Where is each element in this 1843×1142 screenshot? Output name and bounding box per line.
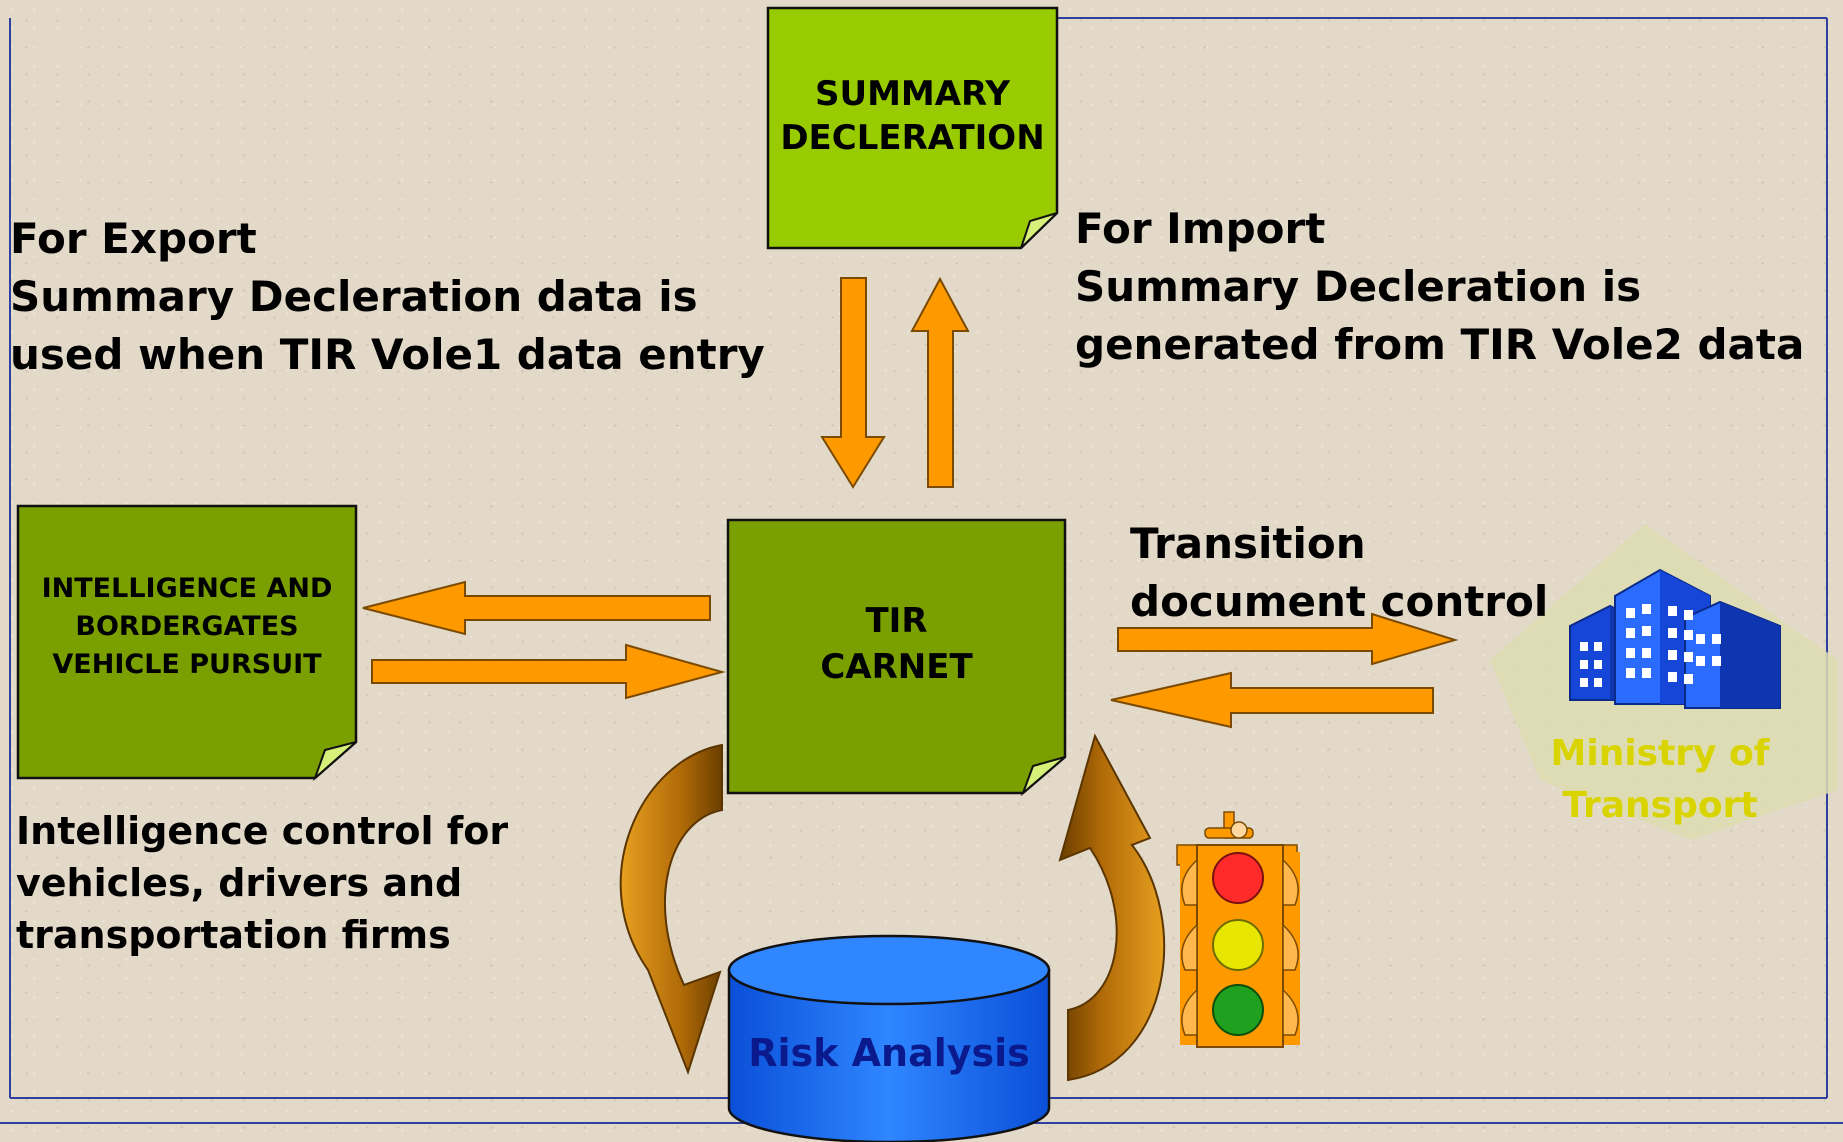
- export-line-3: used when TIR Vole1 data entry: [10, 330, 765, 379]
- intelligence-note-line-2: vehicles, drivers and: [16, 861, 463, 905]
- tir-carnet-label: TIR CARNET: [728, 598, 1065, 690]
- tir-carnet-box: [726, 518, 1067, 797]
- ministry-label: Ministry of Transport: [1530, 728, 1790, 832]
- traffic-light-icon: [1176, 811, 1300, 1048]
- export-line-2: Summary Decleration data is: [10, 272, 698, 321]
- curved-arrow-tir-to-risk: [619, 743, 723, 1075]
- arrow-ministry-to-tir: [1110, 671, 1434, 729]
- ministry-line-1: Ministry of: [1550, 733, 1770, 774]
- arrow-summary-to-tir: [820, 277, 886, 489]
- transition-note: Transition document control: [1130, 515, 1548, 631]
- transition-line-1: Transition: [1130, 519, 1366, 568]
- import-line-1: For Import: [1075, 204, 1326, 253]
- risk-analysis-label: Risk Analysis: [748, 1031, 1030, 1075]
- intel-line-3: VEHICLE PURSUIT: [52, 649, 322, 680]
- intel-line-1: INTELLIGENCE AND: [41, 573, 333, 604]
- import-line-3: generated from TIR Vole2 data: [1075, 320, 1805, 369]
- curved-arrow-risk-to-tir: [1058, 733, 1166, 1082]
- summary-line-2: DECLERATION: [780, 118, 1045, 158]
- intelligence-note-line-1: Intelligence control for: [16, 809, 509, 853]
- ministry-line-2: Transport: [1562, 785, 1758, 826]
- tir-line-1: TIR: [865, 601, 928, 641]
- building-icon: [1490, 524, 1838, 840]
- arrow-tir-to-intelligence: [362, 580, 711, 636]
- export-note: For Export Summary Decleration data is u…: [10, 210, 765, 384]
- tir-line-2: CARNET: [820, 647, 973, 687]
- import-note: For Import Summary Decleration is genera…: [1075, 200, 1804, 374]
- summary-line-1: SUMMARY: [814, 74, 1011, 114]
- arrow-tir-to-ministry: [1117, 612, 1459, 666]
- intelligence-note-line-3: transportation firms: [16, 913, 451, 957]
- intelligence-note: Intelligence control for vehicles, drive…: [16, 805, 508, 961]
- intelligence-box: [16, 504, 358, 782]
- risk-analysis-database: [727, 934, 1051, 1142]
- intelligence-box-label: INTELLIGENCE AND BORDERGATES VEHICLE PUR…: [18, 570, 356, 684]
- transition-line-2: document control: [1130, 577, 1549, 626]
- summary-decleration-label: SUMMARY DECLERATION: [768, 72, 1057, 160]
- export-line-1: For Export: [10, 214, 257, 263]
- intel-line-2: BORDERGATES: [75, 611, 299, 642]
- summary-decleration-box: [766, 6, 1059, 250]
- arrow-intelligence-to-tir: [371, 643, 726, 700]
- import-line-2: Summary Decleration is: [1075, 262, 1642, 311]
- arrow-tir-to-summary: [910, 276, 970, 488]
